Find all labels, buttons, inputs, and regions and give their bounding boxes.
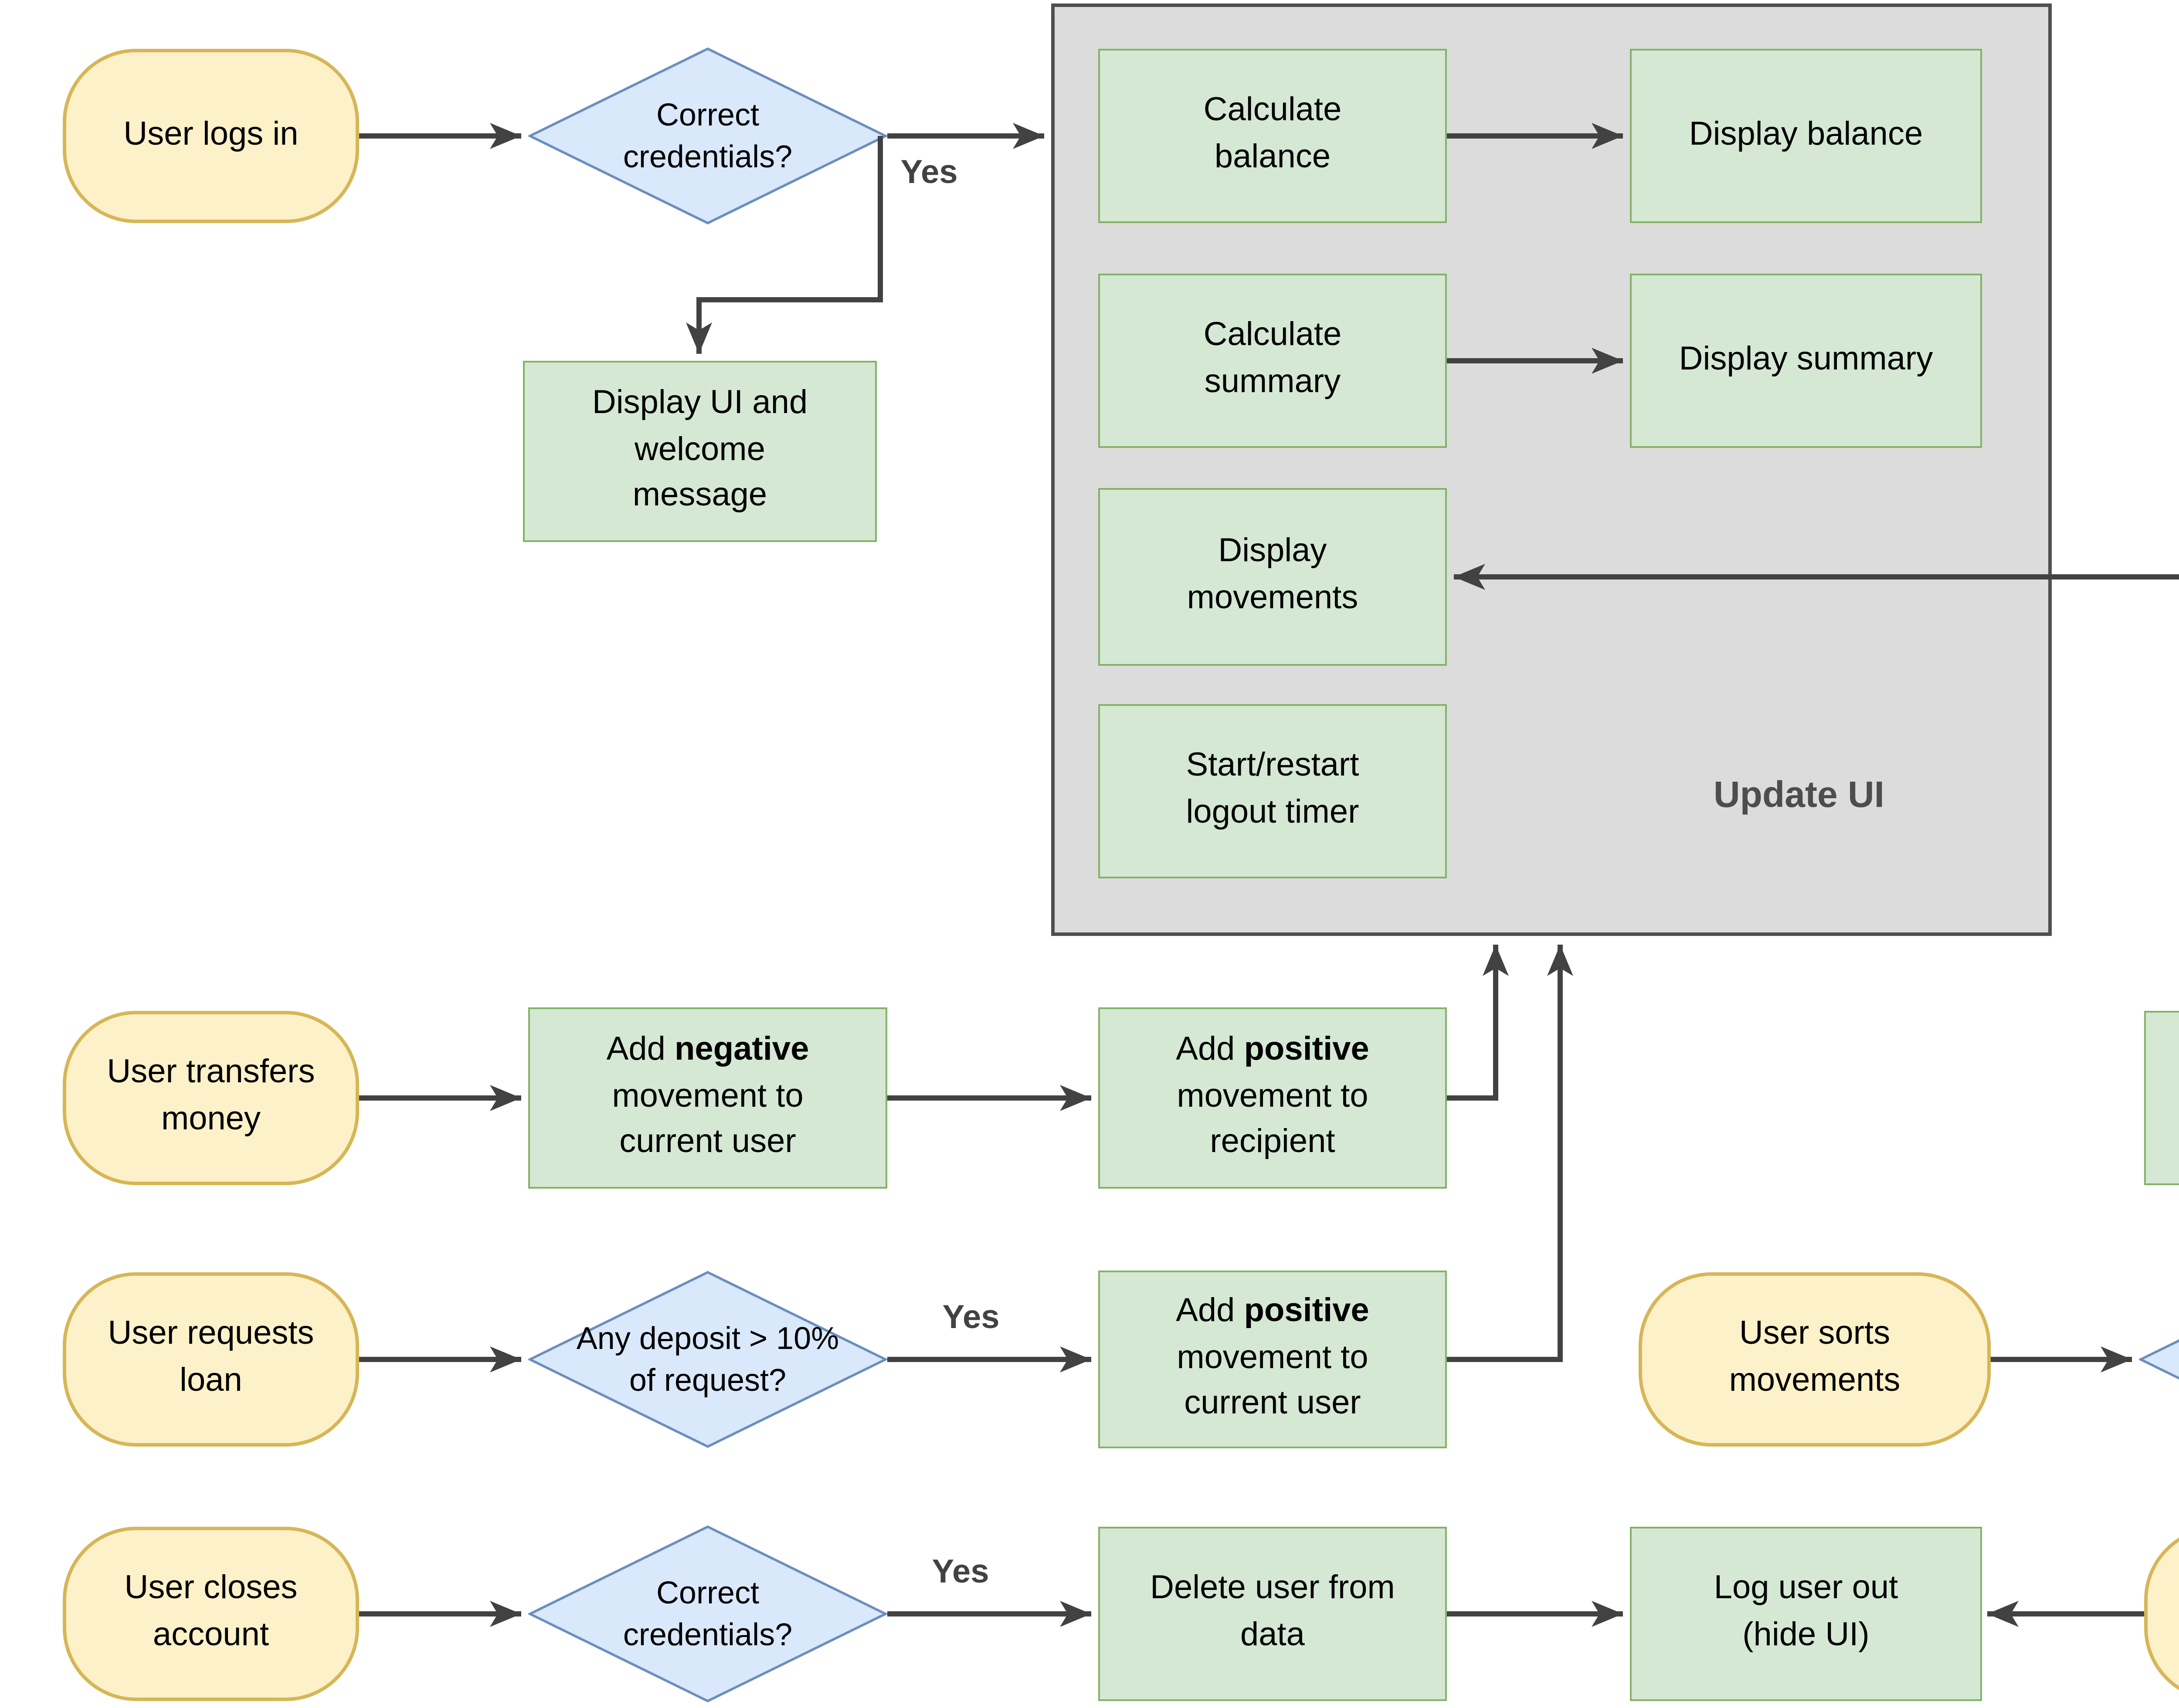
node-label: Display summary xyxy=(1679,341,1933,378)
node-label: Add negative movement to current user xyxy=(606,1032,809,1162)
node-label: Calculate summary xyxy=(1203,318,1342,401)
node-user-logs-in: User logs in xyxy=(63,49,359,223)
node-label: Add positive movement to recipient xyxy=(1176,1032,1369,1162)
node-user-sorts-movements: User sorts movements xyxy=(1639,1272,1991,1447)
decision-correct-credentials-close: Correct credentials? xyxy=(528,1525,887,1703)
node-log-user-out: Log user out (hide UI) xyxy=(1630,1527,1982,1701)
node-label: Correct credentials? xyxy=(623,97,793,174)
node-label: Display balance xyxy=(1689,116,1923,153)
node-add-positive-movement-current: Add positive movement to current user xyxy=(1098,1271,1447,1448)
node-user-transfers-money: User transfers money xyxy=(63,1011,359,1185)
node-display-movements: Display movements xyxy=(1098,488,1447,666)
edge-label-yes-loan: Yes xyxy=(942,1300,1000,1337)
node-label: Log user out (hide UI) xyxy=(1714,1571,1898,1654)
node-label: Display UI and welcome message xyxy=(592,385,808,515)
edge-label-yes-login: Yes xyxy=(900,155,958,192)
node-label: User closes account xyxy=(124,1571,298,1654)
node-delete-user: Delete user from data xyxy=(1098,1527,1447,1701)
node-start-restart-logout-timer: Start/restart logout timer xyxy=(1098,704,1447,878)
node-label: User transfers money xyxy=(107,1055,315,1138)
node-label: Calculate balance xyxy=(1203,93,1342,176)
diamond-shape xyxy=(2139,1271,2179,1448)
node-label: Display movements xyxy=(1187,534,1358,617)
node-calculate-balance: Calculate balance xyxy=(1098,49,1447,223)
node-label: Add positive movement to current user xyxy=(1176,1293,1369,1423)
decision-any-deposit: Any deposit > 10% of request? xyxy=(528,1271,887,1448)
node-add-positive-movement-recipient: Add positive movement to recipient xyxy=(1098,1007,1447,1189)
node-label: Delete user from data xyxy=(1150,1571,1395,1654)
node-sort-movements: Sort movements xyxy=(2144,1011,2179,1185)
decision-already-sorted: Already sorted? xyxy=(2139,1271,2179,1448)
node-label: Any deposit > 10% of request? xyxy=(576,1320,839,1398)
node-label: Start/restart logout timer xyxy=(1186,748,1359,831)
update-ui-group-label: Update UI xyxy=(1713,776,1885,816)
diamond-shape xyxy=(528,1271,887,1448)
diamond-shape xyxy=(528,1525,887,1703)
edge-recipient-to-updateui xyxy=(1447,945,1509,1101)
node-display-balance: Display balance xyxy=(1630,49,1982,223)
node-display-summary: Display summary xyxy=(1630,274,1982,448)
decision-correct-credentials-login: Correct credentials? xyxy=(528,47,887,225)
node-label: User sorts movements xyxy=(1729,1316,1901,1400)
node-logout-timer-expires: Logout timer expires xyxy=(2144,1527,2179,1701)
node-calculate-summary: Calculate summary xyxy=(1098,274,1447,448)
edge-addpositive-current-to-updateui xyxy=(1447,945,1573,1362)
node-display-ui-welcome: Display UI and welcome message xyxy=(523,361,877,542)
node-label: Correct credentials? xyxy=(623,1575,793,1652)
node-add-negative-movement: Add negative movement to current user xyxy=(528,1007,887,1189)
node-label: User logs in xyxy=(123,116,299,153)
node-user-requests-loan: User requests loan xyxy=(63,1272,359,1447)
node-user-closes-account: User closes account xyxy=(63,1527,359,1701)
node-label: User requests loan xyxy=(108,1316,314,1400)
edge-label-yes-close: Yes xyxy=(932,1555,989,1591)
